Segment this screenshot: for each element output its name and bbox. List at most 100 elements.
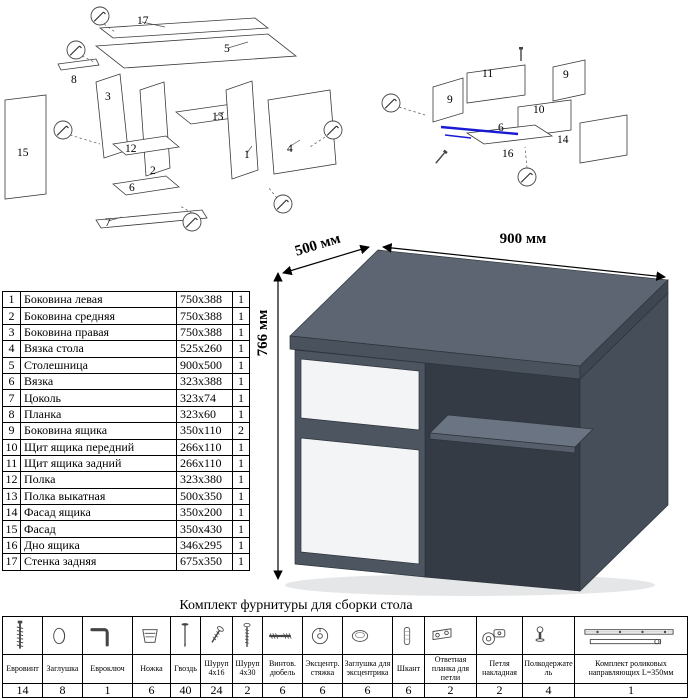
- screw-4x30-icon: [243, 622, 251, 647]
- drawer-back-panel: [466, 64, 526, 104]
- part-size: 323x380: [176, 471, 233, 489]
- hardware-qty: 2: [232, 683, 263, 699]
- part-num: 6: [2, 372, 21, 391]
- part-qty: 1: [232, 323, 250, 342]
- callout-14: 14: [557, 134, 569, 146]
- hardware-qty: 6: [262, 683, 303, 699]
- part-num: 17: [2, 553, 21, 571]
- part-size: 525x260: [176, 340, 233, 358]
- hardware-qty: 24: [200, 683, 233, 699]
- callout-6: 6: [129, 182, 135, 194]
- panel-back-wall: [98, 17, 270, 39]
- part-name: Щит ящика задний: [20, 454, 177, 473]
- callout-15: 15: [17, 147, 29, 159]
- hardware-qty: 6: [342, 683, 393, 699]
- part-num: 15: [2, 520, 21, 538]
- hardware-name: Шуруп 4x16: [200, 653, 233, 685]
- part-name: Дно ящика: [20, 536, 177, 555]
- dimension-depth: 500 мм: [282, 233, 370, 276]
- fastener-detail-circles: [53, 6, 343, 232]
- part-size: 323x74: [176, 389, 233, 407]
- part-num: 4: [2, 340, 21, 358]
- callout-11: 11: [482, 68, 493, 80]
- callout-4: 4: [287, 143, 293, 155]
- part-num: 3: [2, 323, 21, 342]
- part-num: 11: [2, 454, 21, 473]
- hardware-name: Евроключ: [82, 653, 133, 685]
- part-name: Вязка: [20, 372, 177, 391]
- part-num: 2: [2, 307, 21, 325]
- callout-13: 13: [212, 111, 224, 123]
- part-qty: 1: [232, 504, 250, 522]
- part-num: 5: [2, 356, 21, 374]
- desk-interior: [424, 362, 581, 592]
- part-qty: 1: [232, 454, 250, 473]
- desk-top-right-edge: [579, 279, 669, 380]
- hardware-icon-cell: [82, 616, 133, 655]
- panel-shelf: [112, 135, 180, 156]
- dimension-height: 766 мм: [255, 272, 283, 580]
- roller-guides-icon: [584, 628, 674, 644]
- hardware-name: Комплект роликовых направляющих L=350мм: [574, 653, 688, 685]
- keyboard-tray-front: [429, 432, 576, 454]
- hardware-qty: 14: [2, 683, 43, 699]
- drawer-side-right: [552, 59, 586, 102]
- hardware-qty-row: 14 8 1 6 40 24 2 6 6 6 6 2 2 4 1: [2, 683, 688, 699]
- callout-8: 8: [71, 74, 77, 86]
- part-size: 750x388: [176, 290, 233, 309]
- hardware-name: Гвоздь: [170, 653, 201, 685]
- part-size: 350x200: [176, 504, 233, 522]
- part-size: 350x110: [176, 422, 233, 440]
- part-size: 346x295: [176, 536, 233, 555]
- part-num: 14: [2, 504, 21, 522]
- width-label: 900 мм: [500, 233, 547, 247]
- part-name: Вязка стола: [20, 340, 177, 358]
- hardware-name: Шкант: [392, 653, 425, 685]
- part-num: 16: [2, 536, 21, 555]
- drawer-facade: [579, 114, 628, 164]
- hardware-name: Ножка: [132, 653, 171, 685]
- panel-door: [4, 94, 47, 200]
- hardware-icon-cell: [42, 616, 83, 655]
- hardware-icon-cell: [232, 616, 263, 655]
- cap-icon: [53, 627, 66, 644]
- part-name: Фасад ящика: [20, 504, 177, 522]
- part-size: 900x500: [176, 356, 233, 374]
- hardware-name: Петля накладная: [476, 653, 523, 685]
- wooden-dowel-icon: [403, 626, 411, 645]
- desk-drawer-front: [300, 358, 420, 431]
- part-num: 1: [2, 290, 21, 309]
- hardware-name: Ответная планка для петли: [424, 653, 477, 685]
- panel-brace: [112, 175, 180, 196]
- hardware-icon-cell: [476, 616, 523, 655]
- hardware-icon-cell: [170, 616, 201, 655]
- part-qty: 1: [232, 405, 250, 424]
- callout-5: 5: [224, 43, 230, 55]
- hardware-name: Полкодержатель: [522, 653, 575, 685]
- hardware-qty: 1: [82, 683, 133, 699]
- part-name: Боковина ящика: [20, 422, 177, 440]
- part-size: 675x350: [176, 553, 233, 571]
- hardware-qty: 4: [522, 683, 575, 699]
- desk-render: 900 мм 500 мм 766 мм: [255, 233, 669, 596]
- callout-6b: 6: [498, 122, 504, 134]
- hardware-icon-cell: [574, 616, 688, 655]
- hardware-qty: 2: [424, 683, 477, 699]
- part-qty: 1: [232, 372, 250, 391]
- part-name: Боковина правая: [20, 323, 177, 342]
- hardware-qty: 40: [170, 683, 201, 699]
- part-qty: 1: [232, 471, 250, 489]
- hardware-qty: 6: [302, 683, 343, 699]
- part-qty: 1: [232, 553, 250, 571]
- height-label: 766 мм: [255, 310, 271, 357]
- part-qty: 1: [232, 340, 250, 358]
- callout-3: 3: [105, 91, 111, 103]
- part-size: 750x388: [176, 307, 233, 325]
